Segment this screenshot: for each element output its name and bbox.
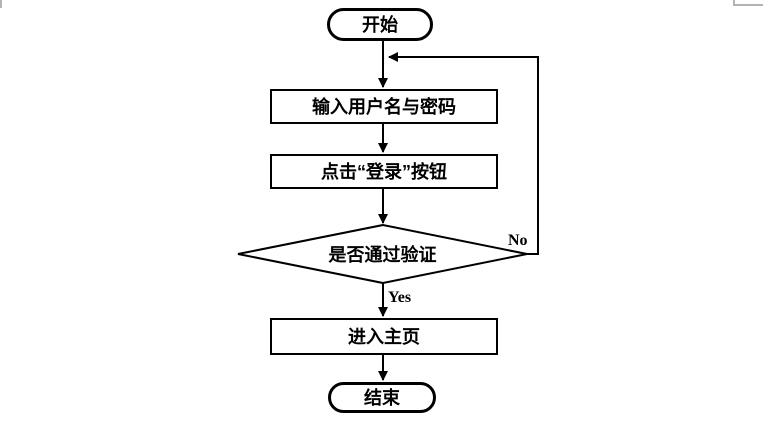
enter-home-label: 进入主页 [348,326,420,347]
edge-no-loop [388,52,539,255]
yes-branch-label: Yes [388,289,412,306]
start-terminator-node: 开始 [327,8,433,41]
click-login-label: 点击“登录”按钮 [321,161,447,182]
process-node-click-login: 点击“登录”按钮 [270,154,498,189]
decision-diamond-shape [237,223,528,285]
page-edge-mark-top-left [0,0,2,8]
no-branch-label: No [508,232,528,249]
end-terminator-node: 结束 [328,382,436,413]
end-node-label: 结束 [364,387,400,408]
decision-node-verify: 是否通过验证 [238,225,527,283]
process-node-input-credentials: 输入用户名与密码 [270,89,498,124]
input-credentials-label: 输入用户名与密码 [312,96,456,117]
process-node-enter-home: 进入主页 [270,318,498,355]
start-node-label: 开始 [362,14,398,35]
verify-decision-label: 是否通过验证 [328,245,437,265]
page-edge-mark-top-right [733,0,763,6]
